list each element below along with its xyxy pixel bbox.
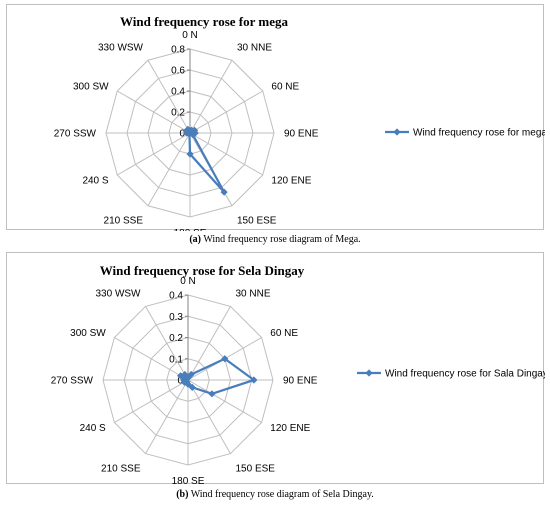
category-label: 30 NNE xyxy=(236,289,271,300)
data-point xyxy=(208,390,216,398)
radar-chart-mega: Wind frequency rose for mega 0 0.2 0.4 0.6 0.… xyxy=(54,14,545,231)
grid-spoke xyxy=(187,379,231,454)
radial-tick-label: 0.2 xyxy=(169,333,183,344)
grid-spoke xyxy=(187,306,231,381)
category-label: 120 ENE xyxy=(271,176,311,187)
legend: Wind frequency rose for mega xyxy=(385,128,545,139)
grid-spoke xyxy=(114,337,189,381)
grid-spoke xyxy=(145,379,189,454)
radial-tick-label: 0.4 xyxy=(169,291,183,302)
grid-spoke xyxy=(117,132,191,176)
grid-spoke xyxy=(147,132,191,206)
category-label: 30 NNE xyxy=(237,43,272,54)
category-label: 0 N xyxy=(182,30,198,41)
category-label: 60 NE xyxy=(271,82,299,93)
category-label: 330 WSW xyxy=(98,43,144,54)
grid-spoke xyxy=(147,60,191,134)
category-label: 240 S xyxy=(82,176,108,187)
legend-label: Wind frequency rose for mega xyxy=(413,128,545,139)
data-point xyxy=(220,188,228,196)
category-label: 270 SSW xyxy=(54,129,97,140)
grid-spoke xyxy=(117,90,191,134)
radial-tick-label: 0.1 xyxy=(169,354,183,365)
caption-b-text: Wind frequency rose diagram of Sela Ding… xyxy=(188,489,374,500)
radial-tick-label: 0 xyxy=(179,129,185,140)
category-label: 120 ENE xyxy=(270,423,310,434)
category-label: 300 SW xyxy=(70,328,106,339)
caption-b-label: (b) xyxy=(176,489,189,500)
grid-spoke xyxy=(189,90,263,134)
category-label: 300 SW xyxy=(73,82,109,93)
category-label: 150 ESE xyxy=(236,463,276,474)
category-label: 240 S xyxy=(80,423,106,434)
chart-panel-mega: Wind frequency rose for mega 0 0.2 0.4 0.6 0.… xyxy=(6,4,545,231)
grid-spoke xyxy=(145,306,189,381)
caption-a-text: Wind frequency rose diagram of Mega. xyxy=(201,234,361,245)
chart-panel-sela-dingay: Wind frequency rose for Sela Dingay 0 0.1 0… xyxy=(6,252,545,485)
category-label: 180 SE xyxy=(174,228,207,231)
radial-tick-label: 0.2 xyxy=(171,108,185,119)
radial-tick-label: 0.8 xyxy=(171,45,185,56)
category-label: 270 SSW xyxy=(51,376,94,387)
grid-spoke xyxy=(187,379,262,423)
data-point xyxy=(180,376,188,384)
legend: Wind frequency rose for Sala Dingay xyxy=(357,369,545,380)
data-point xyxy=(188,383,196,391)
category-label: 210 SSE xyxy=(104,215,144,226)
grid-spoke xyxy=(189,60,233,134)
grid-spoke xyxy=(189,132,263,176)
caption-b: (b) Wind frequency rose diagram of Sela … xyxy=(0,489,550,500)
legend-label: Wind frequency rose for Sala Dingay xyxy=(385,369,545,380)
category-label: 90 ENE xyxy=(283,376,318,387)
data-point xyxy=(250,376,258,384)
chart-title: Wind frequency rose for mega xyxy=(120,14,289,29)
data-point xyxy=(186,150,194,158)
category-label: 330 WSW xyxy=(95,289,141,300)
radial-tick-label: 0.4 xyxy=(171,87,185,98)
data-point xyxy=(177,372,185,380)
category-label: 180 SE xyxy=(172,476,205,485)
radial-tick-label: 0 xyxy=(177,376,183,387)
data-point xyxy=(184,125,192,133)
category-label: 60 NE xyxy=(270,328,298,339)
chart-title: Wind frequency rose for Sela Dingay xyxy=(100,263,305,278)
category-label: 150 ESE xyxy=(237,215,277,226)
series-line-mega xyxy=(185,128,226,194)
category-label: 90 ENE xyxy=(284,129,319,140)
category-label: 0 N xyxy=(180,276,196,287)
legend-marker xyxy=(365,369,373,377)
caption-a: (a) Wind frequency rose diagram of Mega. xyxy=(0,234,550,245)
caption-a-label: (a) xyxy=(189,234,202,245)
category-label: 210 SSE xyxy=(101,463,141,474)
radial-tick-label: 0.6 xyxy=(171,66,185,77)
grid-spoke xyxy=(114,379,189,423)
radial-tick-label: 0.3 xyxy=(169,312,183,323)
data-point xyxy=(221,355,229,363)
legend-marker xyxy=(393,128,401,136)
radar-chart-sela-dingay: Wind frequency rose for Sela Dingay 0 0.1 0… xyxy=(51,263,545,485)
